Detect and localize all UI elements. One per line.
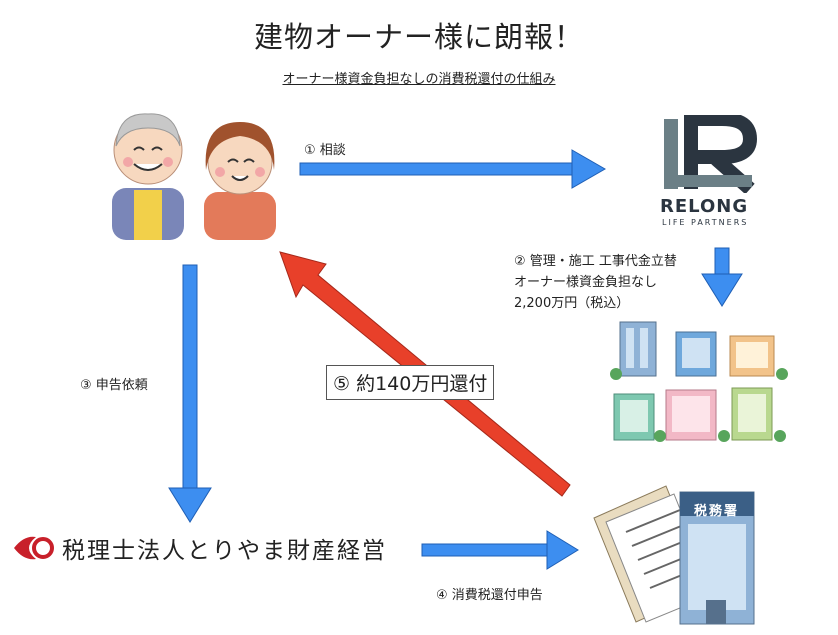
building-icon	[613, 387, 786, 442]
owners-illustration	[112, 113, 276, 240]
relong-brand: RELONG	[660, 196, 749, 217]
step-3-label: ③ 申告依頼	[80, 378, 148, 393]
page-subtitle: オーナー様資金負担なしの消費税還付の仕組み	[0, 68, 838, 87]
step-2-label-line3: 2,200万円（税込）	[514, 296, 630, 311]
buildings-illustration	[610, 321, 788, 442]
step-4-label: ④ 消費税還付申告	[436, 588, 543, 603]
building-icon	[610, 321, 788, 380]
step-1-label: ① 相談	[304, 143, 346, 158]
step-2-label-line2: オーナー様資金負担なし	[514, 275, 658, 290]
tax-firm-name: 税理士法人とりやま財産経営	[62, 538, 387, 564]
relong-subtitle: LIFE PARTNERS	[662, 218, 749, 227]
tax-firm-logo-icon	[14, 536, 54, 560]
tax-office-illustration	[593, 485, 755, 625]
arrow-tax-filing	[421, 530, 579, 570]
step-2-label-line1: ② 管理・施工 工事代金立替	[514, 254, 677, 269]
tax-office-building-icon	[679, 491, 755, 625]
arrow-construction	[701, 247, 743, 307]
page-title: 建物オーナー様に朗報！	[253, 20, 584, 54]
arrow-consult	[299, 149, 607, 189]
man-icon	[112, 113, 184, 240]
step-5-label: ⑤ 約140万円還付	[326, 365, 495, 400]
woman-icon	[204, 122, 276, 240]
subtitle-text: オーナー様資金負担なしの消費税還付の仕組み	[282, 72, 556, 87]
tax-office-sign: 税務署	[694, 504, 740, 519]
relong-logo-icon	[664, 115, 758, 193]
arrow-request	[168, 264, 212, 523]
